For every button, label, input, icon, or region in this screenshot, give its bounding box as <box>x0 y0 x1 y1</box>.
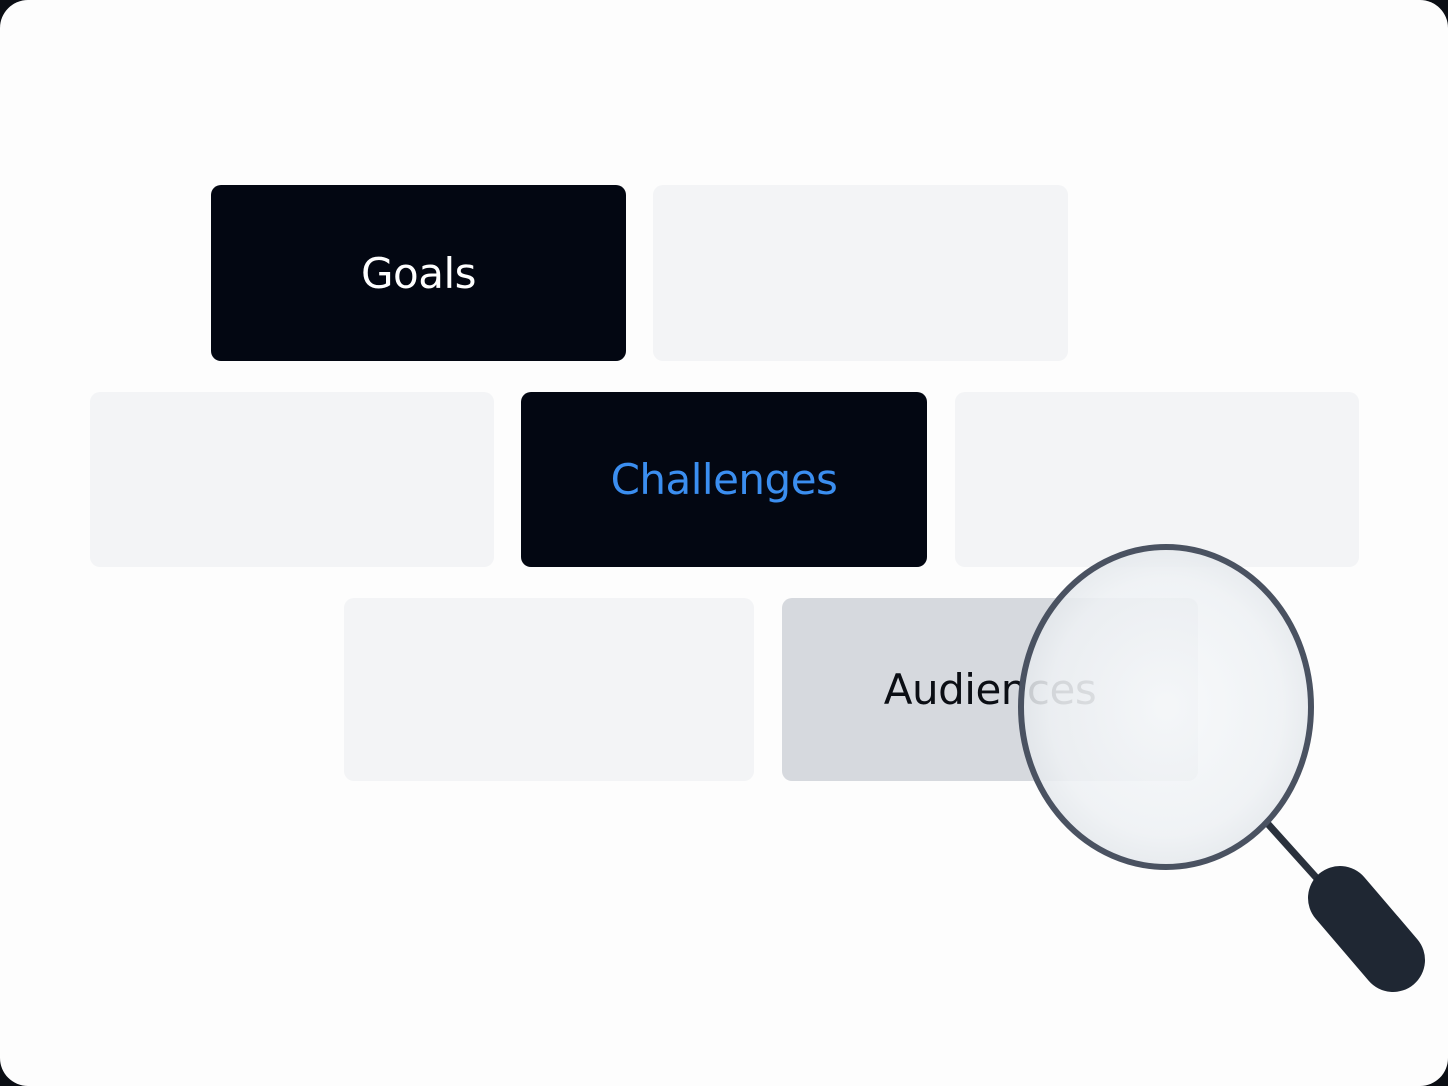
magnifier-neck <box>1264 820 1326 888</box>
empty-tile <box>344 598 754 781</box>
challenges-label: Challenges <box>610 455 838 504</box>
audiences-label: Audiences <box>883 665 1097 714</box>
goals-label: Goals <box>360 248 477 298</box>
audiences-tile[interactable]: Audiences <box>782 598 1198 781</box>
empty-tile <box>653 185 1068 361</box>
empty-tile <box>955 392 1359 567</box>
challenges-tile[interactable]: Challenges <box>521 392 927 567</box>
empty-tile <box>90 392 494 567</box>
goals-tile[interactable]: Goals <box>211 185 626 361</box>
magnifier-handle <box>1308 866 1425 992</box>
